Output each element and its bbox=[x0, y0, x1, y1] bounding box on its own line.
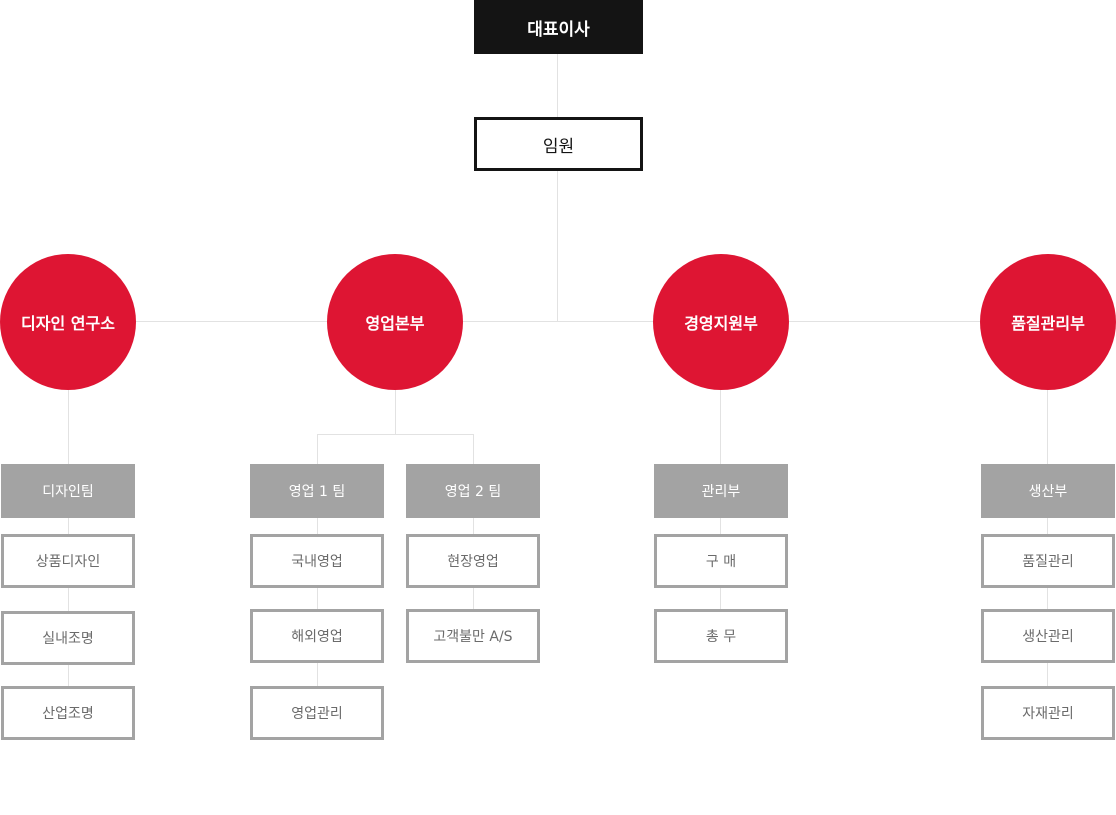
unit-label: 현장영업 bbox=[447, 554, 499, 570]
team-label: 영업 1 팀 bbox=[288, 484, 346, 500]
unit-box: 상품디자인 bbox=[1, 534, 135, 588]
unit-box: 총 무 bbox=[654, 609, 788, 663]
unit-label: 산업조명 bbox=[42, 706, 94, 722]
unit-box: 영업관리 bbox=[250, 686, 384, 740]
unit-label: 상품디자인 bbox=[35, 554, 101, 570]
unit-box: 국내영업 bbox=[250, 534, 384, 588]
connector-sales-down bbox=[395, 390, 396, 434]
unit-label: 생산관리 bbox=[1022, 629, 1074, 645]
division-management-support: 경영지원부 bbox=[653, 254, 789, 390]
division-sales: 영업본부 bbox=[327, 254, 463, 390]
team-label: 관리부 bbox=[701, 484, 741, 500]
connector-divisions-horizontal bbox=[68, 321, 1048, 322]
division-label: 디자인 연구소 bbox=[21, 314, 115, 333]
division-label: 경영지원부 bbox=[684, 314, 758, 333]
division-design-lab: 디자인 연구소 bbox=[0, 254, 136, 390]
team-sales-2: 영업 2 팀 bbox=[406, 464, 540, 518]
executives-label: 임원 bbox=[542, 136, 575, 157]
unit-label: 해외영업 bbox=[291, 629, 343, 645]
team-sales-1: 영업 1 팀 bbox=[250, 464, 384, 518]
division-quality: 품질관리부 bbox=[980, 254, 1116, 390]
unit-box: 구 매 bbox=[654, 534, 788, 588]
unit-box: 실내조명 bbox=[1, 611, 135, 665]
division-label: 영업본부 bbox=[365, 314, 425, 333]
unit-label: 총 무 bbox=[705, 629, 737, 645]
unit-label: 품질관리 bbox=[1022, 554, 1074, 570]
connector-exec-divisions bbox=[557, 171, 558, 322]
connector-ceo-exec bbox=[557, 54, 558, 117]
unit-box: 품질관리 bbox=[981, 534, 1115, 588]
unit-box: 산업조명 bbox=[1, 686, 135, 740]
unit-box: 현장영업 bbox=[406, 534, 540, 588]
unit-label: 국내영업 bbox=[291, 554, 343, 570]
team-admin: 관리부 bbox=[654, 464, 788, 518]
unit-box: 고객불만 A/S bbox=[406, 609, 540, 663]
division-label: 품질관리부 bbox=[1011, 314, 1085, 333]
unit-box: 해외영업 bbox=[250, 609, 384, 663]
ceo-box: 대표이사 bbox=[474, 0, 643, 54]
team-design: 디자인팀 bbox=[1, 464, 135, 518]
unit-label: 자재관리 bbox=[1022, 706, 1074, 722]
unit-label: 영업관리 bbox=[291, 706, 343, 722]
unit-box: 자재관리 bbox=[981, 686, 1115, 740]
ceo-label: 대표이사 bbox=[527, 19, 590, 40]
connector-sales-split bbox=[317, 434, 474, 435]
team-production: 생산부 bbox=[981, 464, 1115, 518]
unit-label: 고객불만 A/S bbox=[433, 629, 513, 645]
executives-box: 임원 bbox=[474, 117, 643, 171]
team-label: 영업 2 팀 bbox=[444, 484, 502, 500]
unit-box: 생산관리 bbox=[981, 609, 1115, 663]
unit-label: 구 매 bbox=[705, 554, 737, 570]
connector-sales-team2 bbox=[473, 434, 474, 630]
unit-label: 실내조명 bbox=[42, 631, 94, 647]
team-label: 디자인팀 bbox=[42, 484, 94, 500]
team-label: 생산부 bbox=[1028, 484, 1068, 500]
